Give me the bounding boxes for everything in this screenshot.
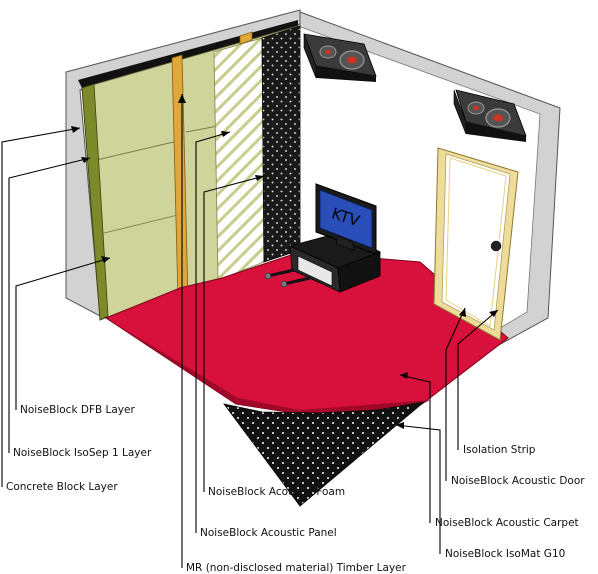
label-isolation-strip: Isolation Strip [463, 444, 536, 456]
label-acoustic-door: NoiseBlock Acoustic Door [451, 475, 585, 487]
label-isomat: NoiseBlock IsoMat G10 [445, 548, 565, 560]
label-timber-layer: MR (non-disclosed material) Timber Layer [186, 562, 407, 574]
label-isosep-layer: NoiseBlock IsoSep 1 Layer [13, 447, 152, 459]
door-knob [491, 241, 501, 251]
label-concrete-layer: Concrete Block Layer [6, 481, 118, 493]
leader-isomat [396, 425, 440, 554]
label-acoustic-carpet: NoiseBlock Acoustic Carpet [435, 517, 579, 529]
label-dfb-layer: NoiseBlock DFB Layer [20, 404, 135, 416]
label-acoustic-panel: NoiseBlock Acoustic Panel [200, 527, 337, 539]
acoustic-foam [262, 26, 300, 262]
label-acoustic-foam: NoiseBlock Acoustic Foam [208, 486, 345, 498]
acoustic-panel [214, 38, 264, 280]
